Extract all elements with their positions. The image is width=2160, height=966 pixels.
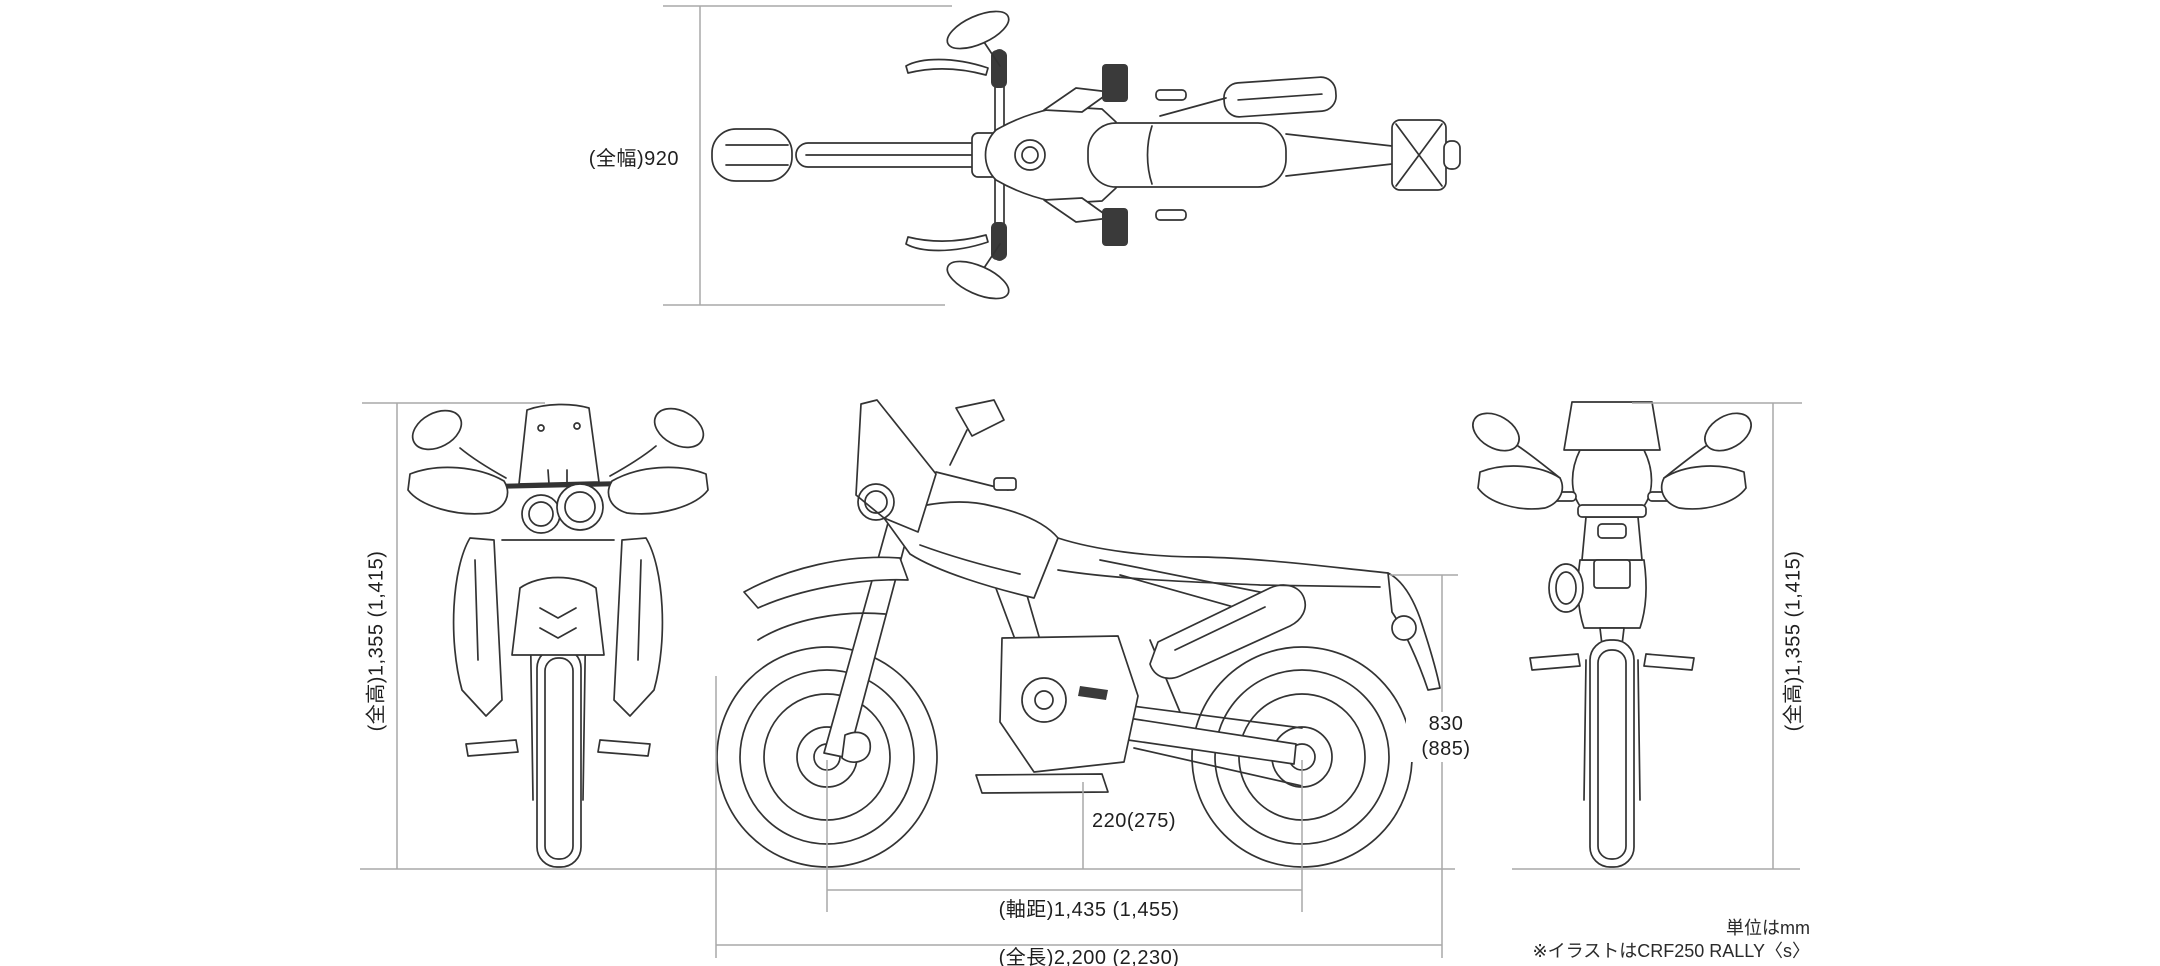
seat-height-label: 830 (885) <box>1406 712 1486 762</box>
units-note: 単位はmm <box>1726 918 1810 938</box>
wheelbase-label: (軸距)1,435 (1,455) <box>998 899 1180 921</box>
dimension-lines <box>360 5 1802 958</box>
ground-clearance-label: 220(275) <box>1092 810 1177 832</box>
top-view-drawing <box>711 10 1461 300</box>
overall-length-label: (全長)2,200 (2,230) <box>998 947 1180 966</box>
seat-height-value: 830 <box>1428 713 1464 735</box>
overall-width-label: (全幅)920 <box>588 148 679 170</box>
seat-height-alt-value: (885) <box>1421 738 1471 760</box>
overall-height-label-right: (全高)1,355 (1,415) <box>1782 550 1805 732</box>
model-note: ※イラストはCRF250 RALLY〈s〉 <box>1532 941 1810 961</box>
rear-view-drawing <box>1472 401 1752 868</box>
front-view-drawing <box>407 403 709 868</box>
overall-height-label-left: (全高)1,355 (1,415) <box>365 550 388 732</box>
side-view-drawing <box>716 399 1441 868</box>
